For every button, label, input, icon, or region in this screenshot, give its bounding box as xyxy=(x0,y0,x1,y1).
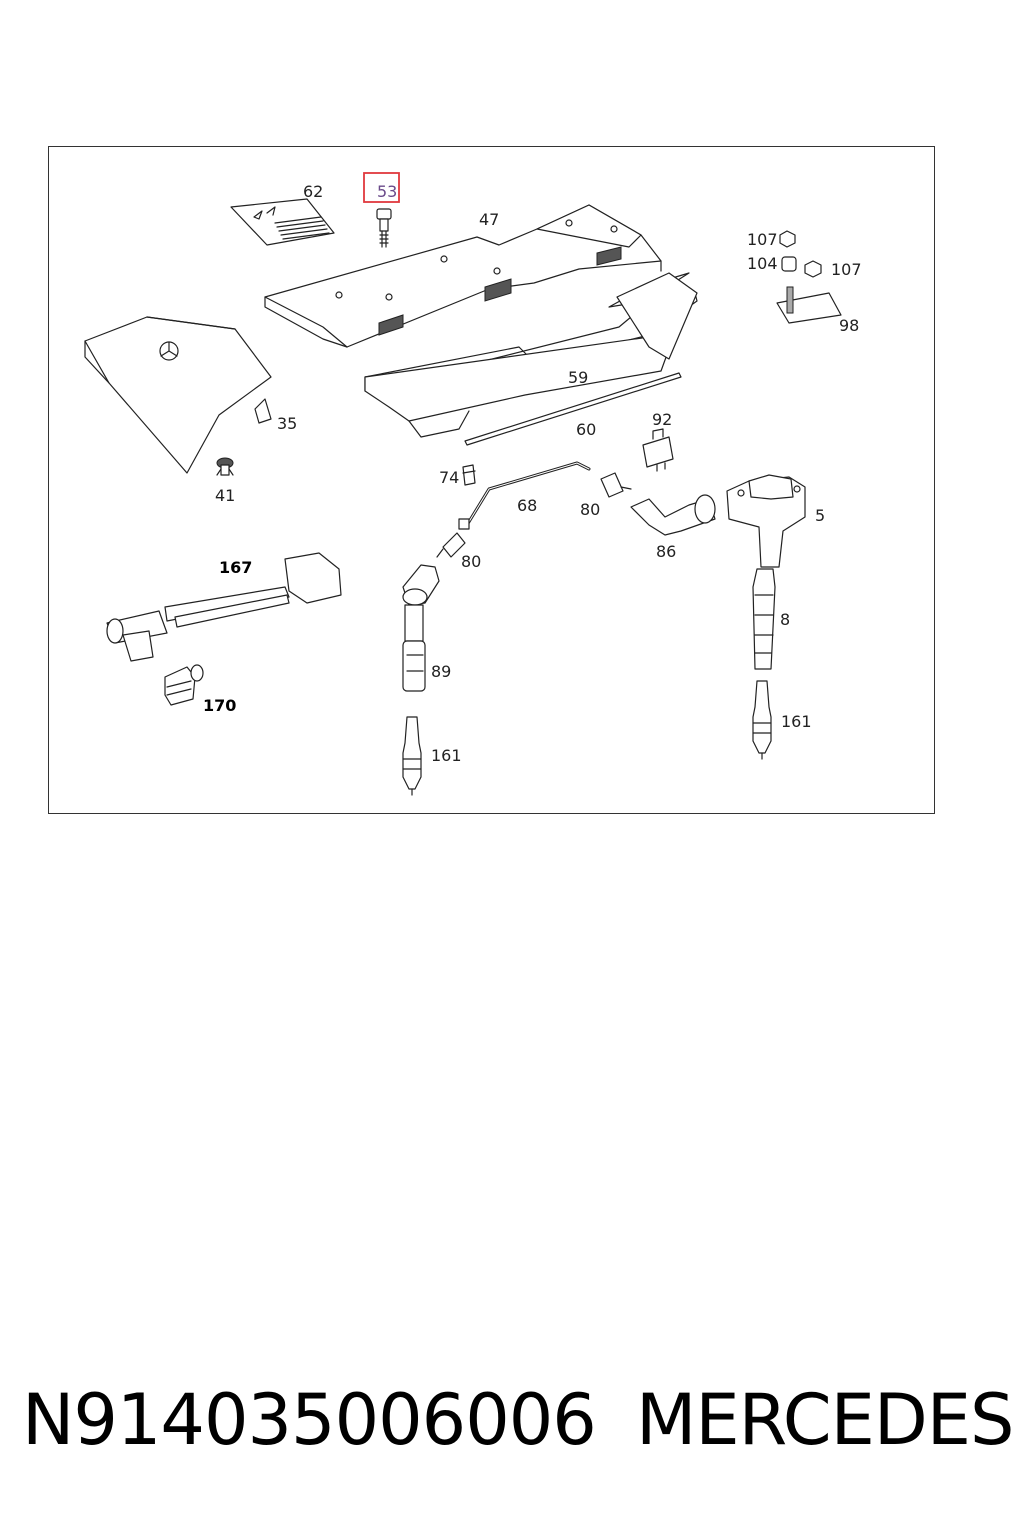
label-35: 35 xyxy=(277,414,297,433)
part-74-holder-icon xyxy=(462,464,476,486)
part-170-protective-cap xyxy=(164,664,204,706)
part-107-nut-icon xyxy=(779,230,796,248)
part-41-clip-icon xyxy=(216,457,234,476)
part-59-engine-cover-lower xyxy=(364,272,698,438)
part-167-connector-lead xyxy=(106,552,342,662)
label-170: 170 xyxy=(203,696,236,715)
exploded-parts-drawing: 62 53 47 107 104 107 98 35 59 41 92 60 7… xyxy=(84,172,862,796)
label-62: 62 xyxy=(303,182,323,201)
label-60: 60 xyxy=(576,420,596,439)
label-80-right: 80 xyxy=(580,500,600,519)
part-80-connector-cap-icon xyxy=(600,472,632,498)
part-68-ignition-lead xyxy=(458,461,591,530)
label-8: 8 xyxy=(780,610,790,629)
label-107-right: 107 xyxy=(831,260,862,279)
part-89-plug-connector-lead xyxy=(402,564,440,692)
parts-diagram: 62 53 47 107 104 107 98 35 59 41 92 60 7… xyxy=(48,146,935,814)
label-104: 104 xyxy=(747,254,778,273)
part-62-warning-label-sticker xyxy=(230,198,335,246)
part-53-bolt-icon xyxy=(376,208,392,248)
part-161-spark-plug-right xyxy=(752,680,772,760)
label-68: 68 xyxy=(517,496,537,515)
label-167: 167 xyxy=(219,558,252,577)
part-60-seal-strip xyxy=(464,372,682,446)
label-47: 47 xyxy=(479,210,499,229)
label-92: 92 xyxy=(652,410,672,429)
highlight-box-part-53 xyxy=(363,172,400,203)
label-98: 98 xyxy=(839,316,859,335)
label-59: 59 xyxy=(568,368,588,387)
part-35-engine-cover-front xyxy=(84,316,272,474)
label-80-left: 80 xyxy=(461,552,481,571)
part-86-plug-connector xyxy=(630,494,716,536)
part-number-text: N914035006006 xyxy=(22,1379,597,1461)
label-161-right: 161 xyxy=(781,712,812,731)
part-92-clamp-icon xyxy=(642,428,674,472)
part-104-sleeve-icon xyxy=(781,256,797,272)
part-161-spark-plug-left xyxy=(402,716,422,796)
label-89: 89 xyxy=(431,662,451,681)
part-8-coil-boot xyxy=(752,568,776,670)
part-107-nut-icon-2 xyxy=(804,260,822,278)
label-53: 53 xyxy=(377,182,397,201)
label-107-top: 107 xyxy=(747,230,778,249)
label-5: 5 xyxy=(815,506,825,525)
part-5-ignition-coil xyxy=(726,474,806,568)
label-74: 74 xyxy=(439,468,459,487)
part-47-engine-cover-upper xyxy=(264,204,662,348)
label-41: 41 xyxy=(215,486,235,505)
label-86: 86 xyxy=(656,542,676,561)
part-98-bracket xyxy=(776,286,842,324)
label-161-left: 161 xyxy=(431,746,462,765)
footer-caption: N914035006006 MERCEDES xyxy=(0,1370,1024,1480)
brand-text: MERCEDES xyxy=(636,1379,1014,1461)
part-80-connector-cap-icon-2 xyxy=(436,532,466,558)
